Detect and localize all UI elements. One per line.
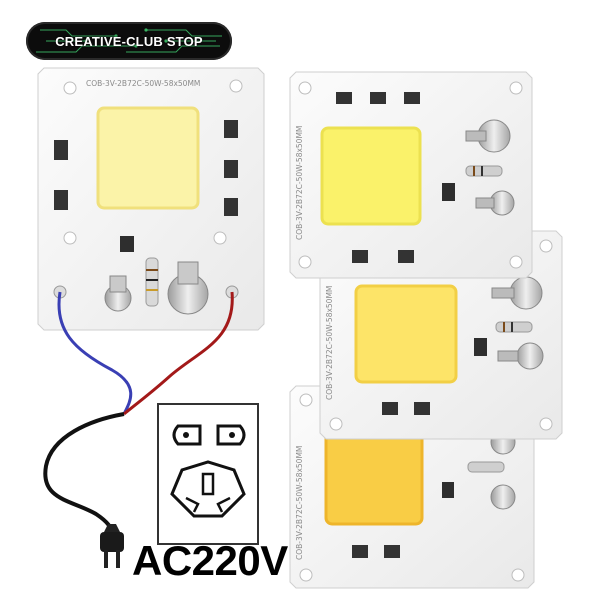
cob-led-chip-2 — [320, 126, 422, 226]
board-2-silkscreen: COB-3V-2B72C-50W-58x50MM — [295, 126, 304, 240]
power-outlet-icon — [157, 403, 259, 545]
cob-led-board-1: COB-3V-2B72C-50W-58x50MM — [37, 67, 265, 331]
board-3-silkscreen: COB-3V-2B72C-50W-58x50MM — [325, 286, 334, 400]
cob-led-board-3: COB-3V-2B72C-50W-58x50MM — [319, 230, 563, 440]
voltage-label: AC220V — [132, 537, 288, 584]
brand-badge: CREATIVE-CLUB STOP — [26, 22, 232, 60]
cob-led-board-2: COB-3V-2B72C-50W-58x50MM — [289, 71, 533, 279]
cob-led-chip-1 — [96, 106, 200, 210]
board-1-silkscreen: COB-3V-2B72C-50W-58x50MM — [86, 79, 200, 88]
cob-led-chip-3 — [354, 284, 458, 384]
cob-led-chip-4 — [324, 426, 424, 526]
power-cable — [43, 291, 234, 568]
brand-badge-text: CREATIVE-CLUB STOP — [55, 33, 203, 49]
circuit-pattern — [36, 28, 222, 53]
power-plug — [100, 524, 124, 568]
board-4-silkscreen: COB-3V-2B72C-50W-58x50MM — [295, 446, 304, 560]
